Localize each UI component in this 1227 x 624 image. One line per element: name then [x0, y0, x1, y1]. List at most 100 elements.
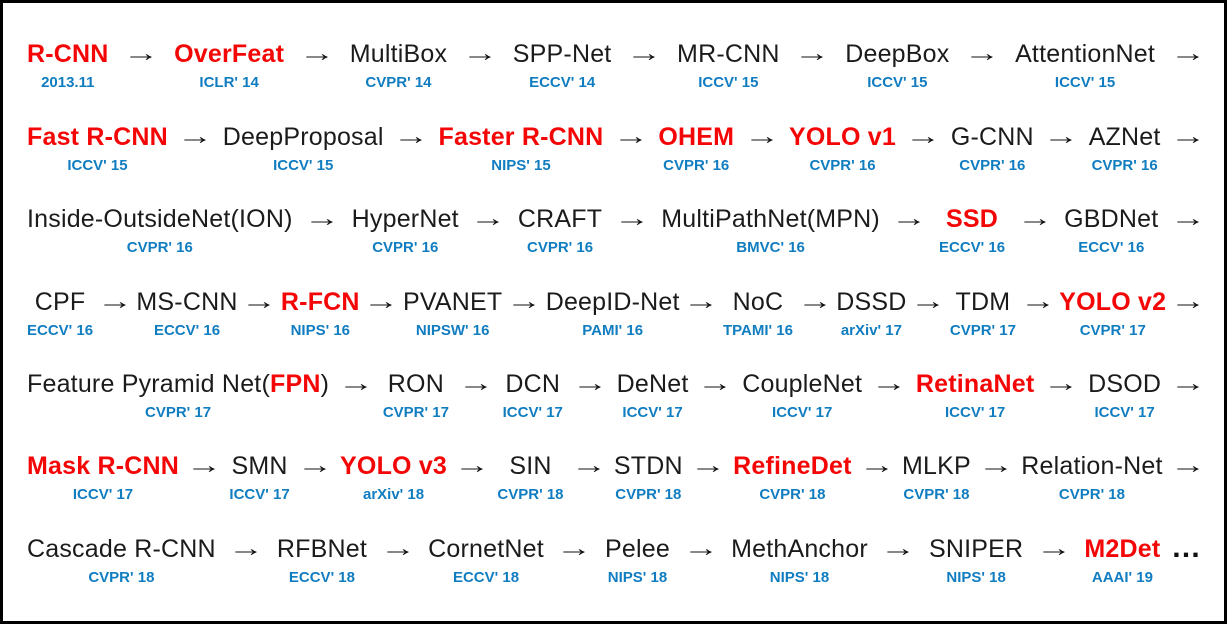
- highlighted-name-segment: Fast R-CNN: [27, 122, 168, 151]
- model-name: YOLO v2: [1059, 286, 1166, 318]
- model-name: GBDNet: [1064, 203, 1158, 235]
- arrow-right-icon: →: [96, 287, 133, 315]
- highlighted-name-segment: YOLO v3: [340, 452, 448, 481]
- model-name: MultiPathNet(MPN): [661, 203, 880, 235]
- venue-label: CVPR' 17: [145, 403, 212, 421]
- model-name: TDM: [956, 286, 1011, 318]
- arrow-right-icon: →: [1043, 369, 1080, 397]
- model-name: MS-CNN: [136, 286, 237, 318]
- model-name: SPP-Net: [513, 38, 612, 70]
- model-node-inside-outsidenet-ion: Inside-OutsideNet(ION) CVPR' 16: [27, 203, 293, 256]
- venue-label: NIPS' 18: [607, 568, 668, 586]
- arrow-right-icon: →: [506, 287, 543, 315]
- name-segment: CornetNet: [428, 534, 544, 563]
- model-name: Pelee: [605, 533, 670, 565]
- model-name: DeepID-Net: [546, 286, 680, 318]
- venue-label: ICCV' 15: [67, 156, 128, 174]
- name-segment: SMN: [231, 452, 288, 481]
- model-name: SNIPER: [929, 533, 1023, 565]
- arrow-right-icon: →: [363, 287, 400, 315]
- venue-label: CVPR' 18: [615, 486, 682, 504]
- highlighted-name-segment: OverFeat: [174, 40, 285, 69]
- venue-label: CVPR' 16: [809, 156, 876, 174]
- venue-label: CVPR' 16: [959, 156, 1026, 174]
- venue-label: CVPR' 16: [526, 239, 594, 257]
- arrow-right-icon: →: [1169, 369, 1206, 397]
- model-name: G-CNN: [951, 121, 1034, 153]
- model-name: RefineDet: [733, 450, 852, 482]
- arrow-right-icon: →: [241, 287, 278, 315]
- arrow-right-icon: →: [871, 369, 908, 397]
- name-segment: TDM: [955, 287, 1011, 316]
- venue-label: CVPR' 16: [1091, 156, 1158, 174]
- venue-label: CVPR' 16: [126, 239, 193, 257]
- venue-label: CVPR' 16: [663, 156, 730, 174]
- arrow-right-icon: →: [978, 452, 1015, 480]
- name-segment: SIN: [509, 452, 552, 481]
- arrow-right-icon: →: [296, 452, 333, 480]
- venue-label: 2013.11: [41, 74, 95, 92]
- highlighted-name-segment: R-CNN: [27, 40, 109, 69]
- arrow-right-icon: →: [298, 40, 335, 68]
- venue-label: arXiv' 17: [840, 321, 902, 339]
- arrow-right-icon: →: [689, 452, 726, 480]
- arrow-right-icon: →: [1169, 122, 1206, 150]
- model-node-sin: SIN CVPR' 18: [497, 450, 563, 503]
- venue-label: ICCV' 15: [273, 156, 334, 174]
- arrow-right-icon: →: [1019, 287, 1056, 315]
- venue-label: NIPS' 18: [946, 568, 1006, 586]
- model-name: STDN: [614, 450, 683, 482]
- arrow-right-icon: →: [462, 40, 498, 68]
- venue-label: CVPR' 18: [903, 486, 970, 504]
- arrow-right-icon: →: [1169, 287, 1206, 315]
- model-node-stdn: STDN CVPR' 18: [614, 450, 683, 503]
- model-node-multipathnet-mpn: MultiPathNet(MPN)BMVC' 16: [661, 203, 880, 256]
- model-node-sniper: SNIPER NIPS' 18: [929, 533, 1023, 586]
- name-segment: Inside-OutsideNet(ION): [27, 205, 293, 234]
- arrow-right-icon: →: [880, 534, 917, 562]
- name-segment: Pelee: [605, 534, 670, 563]
- arrow-right-icon: →: [683, 287, 720, 315]
- name-segment: G-CNN: [950, 122, 1034, 151]
- model-name: DeepProposal: [223, 121, 384, 153]
- name-segment: ): [320, 369, 330, 398]
- venue-label: AAAI' 19: [1091, 568, 1153, 586]
- arrow-right-icon: →: [743, 122, 780, 150]
- model-name: Relation-Net: [1021, 450, 1162, 482]
- arrow-right-icon: →: [457, 369, 494, 397]
- model-name: MR-CNN: [677, 38, 780, 70]
- model-name: MLKP: [902, 450, 971, 482]
- name-segment: DeepID-Net: [545, 287, 680, 316]
- model-name: MultiBox: [350, 38, 447, 70]
- arrow-right-icon: →: [337, 369, 374, 397]
- model-name: OHEM: [658, 121, 734, 153]
- highlighted-name-segment: R-FCN: [280, 287, 360, 316]
- name-segment: MR-CNN: [677, 40, 780, 69]
- venue-label: CVPR' 18: [759, 486, 826, 504]
- arrow-right-icon: →: [186, 452, 223, 480]
- arrow-right-icon: →: [626, 40, 663, 68]
- name-segment: RFBNet: [276, 534, 367, 563]
- arrow-right-icon: →: [964, 40, 1001, 68]
- model-name: HyperNet: [352, 203, 459, 235]
- venue-label: CVPR' 18: [497, 486, 564, 504]
- venue-label: TPAMI' 16: [723, 321, 793, 339]
- arrow-right-icon: →: [796, 287, 833, 315]
- arrow-right-icon: →: [570, 452, 607, 480]
